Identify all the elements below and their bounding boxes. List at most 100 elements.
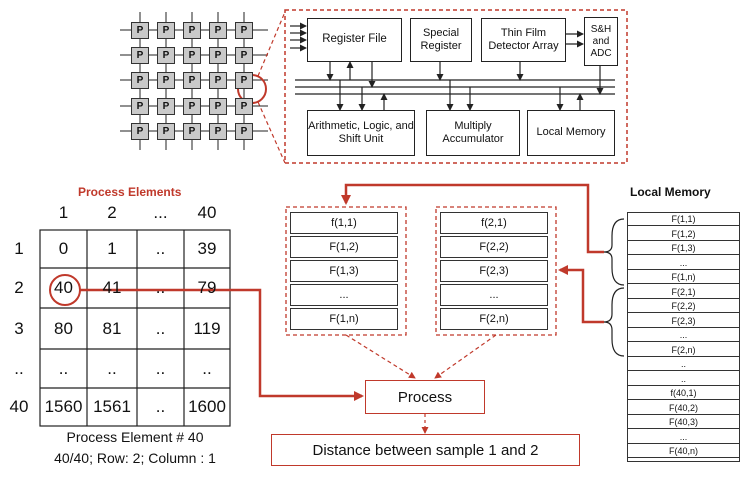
local-memory-title: Local Memory: [630, 185, 711, 199]
memory-cell: f(40,1): [628, 387, 739, 400]
table-cell: 39: [197, 239, 217, 258]
column-header: 1: [58, 203, 69, 222]
processing-element: P: [157, 98, 175, 115]
local-memory-box: Local Memory: [527, 110, 615, 156]
processing-element: P: [131, 98, 149, 115]
table-cell: ..: [202, 358, 212, 378]
sample2-column: f(2,1)F(2,2)F(2,3)...F(2,n): [436, 212, 556, 332]
column-header: 2: [107, 203, 117, 222]
processing-element: P: [131, 47, 149, 64]
table-cell: 0: [58, 239, 69, 258]
processing-element: P: [209, 123, 227, 140]
table-cell: ..: [155, 358, 166, 378]
sample2-cell: F(2,2): [440, 236, 548, 258]
processing-element: P: [157, 123, 175, 140]
sample1-cell: F(1,n): [290, 308, 398, 330]
row-header: ..: [14, 358, 24, 378]
memory-cell: F(1,1): [628, 213, 739, 226]
table-cell: 80: [54, 318, 73, 338]
row-header: 1: [14, 239, 24, 258]
memory-cell: F(40,n): [628, 445, 739, 458]
sample2-cell: F(2,n): [440, 308, 548, 330]
table-cell: ..: [107, 358, 117, 378]
processing-element: P: [209, 72, 227, 89]
pe-caption-line1: Process Element # 40: [66, 429, 204, 445]
table-cell: ..: [155, 278, 166, 297]
column-header: 40: [197, 203, 217, 222]
sample1-column: f(1,1)F(1,2)F(1,3)...F(1,n): [286, 212, 406, 332]
memory-cell: F(40,3): [628, 416, 739, 429]
sample1-cell: F(1,2): [290, 236, 398, 258]
processing-element: P: [131, 72, 149, 89]
thin-film-detector-box: Thin Film Detector Array: [481, 18, 566, 62]
table-cell: 1561: [93, 397, 131, 416]
arch-buses: [290, 22, 615, 111]
memory-cell: F(1,2): [628, 228, 739, 241]
processing-element: P: [183, 98, 201, 115]
distance-box: Distance between sample 1 and 2: [271, 434, 580, 466]
sample2-cell: f(2,1): [440, 212, 548, 234]
processing-element: P: [131, 123, 149, 140]
table-cell: ..: [155, 397, 166, 416]
sample2-cell: ...: [440, 284, 548, 306]
column-header: ...: [153, 203, 168, 222]
table-cell: 119: [193, 318, 221, 338]
processing-element: P: [209, 47, 227, 64]
processing-element: P: [157, 47, 175, 64]
memory-cell: ...: [628, 257, 739, 270]
sample2-cell: F(2,3): [440, 260, 548, 282]
row-header: 40: [9, 397, 29, 416]
processing-element: P: [209, 22, 227, 39]
memory-cell: F(2,2): [628, 300, 739, 313]
memory-cell: ..: [628, 358, 739, 371]
register-file-box: Register File: [307, 18, 402, 62]
pe-caption-line2: 40/40; Row: 2; Column : 1: [54, 450, 216, 466]
memory-cell: F(2,3): [628, 315, 739, 328]
alu-box: Arithmetic, Logic, and Shift Unit: [307, 110, 415, 156]
table-cell: 81: [102, 318, 122, 338]
processing-element: P: [183, 72, 201, 89]
process-box: Process: [365, 380, 485, 414]
processing-element: P: [235, 72, 253, 89]
sample1-cell: ...: [290, 284, 398, 306]
memory-cell: F(40,2): [628, 402, 739, 415]
memory-cell: F(2,1): [628, 286, 739, 299]
sample1-cell: f(1,1): [290, 212, 398, 234]
processing-element: P: [157, 72, 175, 89]
table-cell: 1: [107, 239, 117, 258]
pe-detail-frame: [284, 9, 628, 164]
processing-element: P: [235, 123, 253, 140]
brace-sample2: [603, 287, 625, 357]
local-memory-column: F(1,1)F(1,2)F(1,3)...F(1,n)F(2,1)F(2,2)F…: [627, 212, 740, 462]
processing-element: P: [157, 22, 175, 39]
processing-element: P: [183, 22, 201, 39]
memory-cell: F(1,n): [628, 271, 739, 284]
table-cell: 40: [54, 278, 73, 297]
table-cell: 79: [197, 278, 217, 297]
arrow-pe-to-process: [80, 288, 364, 401]
sh-adc-box: S&H and ADC: [584, 17, 618, 66]
row-header: 2: [14, 278, 24, 297]
arrow-mem-to-sample1: [341, 183, 604, 254]
pe-table-grid: [39, 229, 231, 427]
processing-element: P: [183, 123, 201, 140]
memory-cell: ..: [628, 373, 739, 386]
table-cell: 1560: [44, 397, 83, 416]
table-cell: ..: [155, 239, 166, 258]
processing-element: P: [235, 22, 253, 39]
table-cell: ..: [58, 358, 69, 378]
pe-table-title: Process Elements: [78, 185, 182, 199]
memory-cell: F(2,n): [628, 344, 739, 357]
mac-box: Multiply Accumulator: [426, 110, 520, 156]
memory-cell: ...: [628, 431, 739, 444]
processing-element: P: [235, 98, 253, 115]
processing-element: P: [183, 47, 201, 64]
sample1-cell: F(1,3): [290, 260, 398, 282]
memory-cell: F(1,3): [628, 242, 739, 255]
table-cell: ..: [155, 318, 166, 338]
processing-element: P: [235, 47, 253, 64]
processing-element: P: [131, 22, 149, 39]
row-header: 3: [14, 318, 24, 338]
